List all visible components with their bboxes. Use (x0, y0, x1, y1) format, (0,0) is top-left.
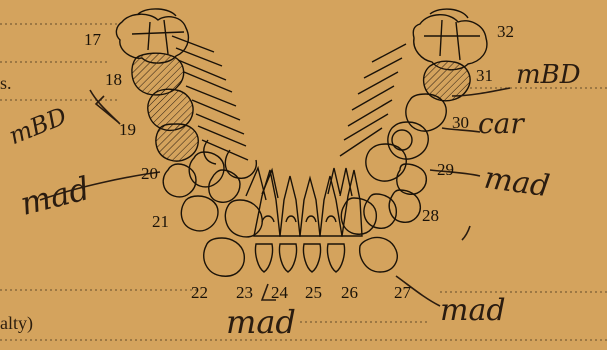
tooth-number-24: 24 (271, 284, 288, 301)
tooth-number-22: 22 (191, 284, 208, 301)
tooth-number-23: 23 (236, 284, 253, 301)
left-molar-cluster (116, 9, 248, 161)
tooth-number-21: 21 (152, 213, 169, 230)
left-front-teeth (225, 168, 278, 237)
annotation-right-mad: mad (482, 164, 551, 203)
right-premolar-cluster (328, 164, 426, 234)
tooth-number-26: 26 (341, 284, 358, 301)
tooth-number-29: 29 (437, 161, 454, 178)
tooth-number-31: 31 (476, 67, 493, 84)
tooth-number-32: 32 (497, 23, 514, 40)
annotation-bottom-mad-center: mad (226, 306, 296, 338)
annotation-right-car: car (478, 110, 524, 138)
tooth-number-17: 17 (84, 31, 101, 48)
tooth-number-27: 27 (394, 284, 411, 301)
tooth-number-25: 25 (305, 284, 322, 301)
lower-front-teeth (204, 238, 397, 277)
tooth-number-18: 18 (105, 71, 122, 88)
form-label-fragment-bottom: alty) (0, 314, 33, 332)
tooth-number-30: 30 (452, 114, 469, 131)
annotation-right-mbd: mBD (516, 62, 581, 88)
form-label-fragment-top: s. (0, 74, 12, 92)
annotation-bottom-mad-right: mad (440, 296, 506, 326)
tooth-number-28: 28 (422, 207, 439, 224)
tooth-number-20: 20 (141, 165, 158, 182)
tooth-number-19: 19 (119, 121, 136, 138)
